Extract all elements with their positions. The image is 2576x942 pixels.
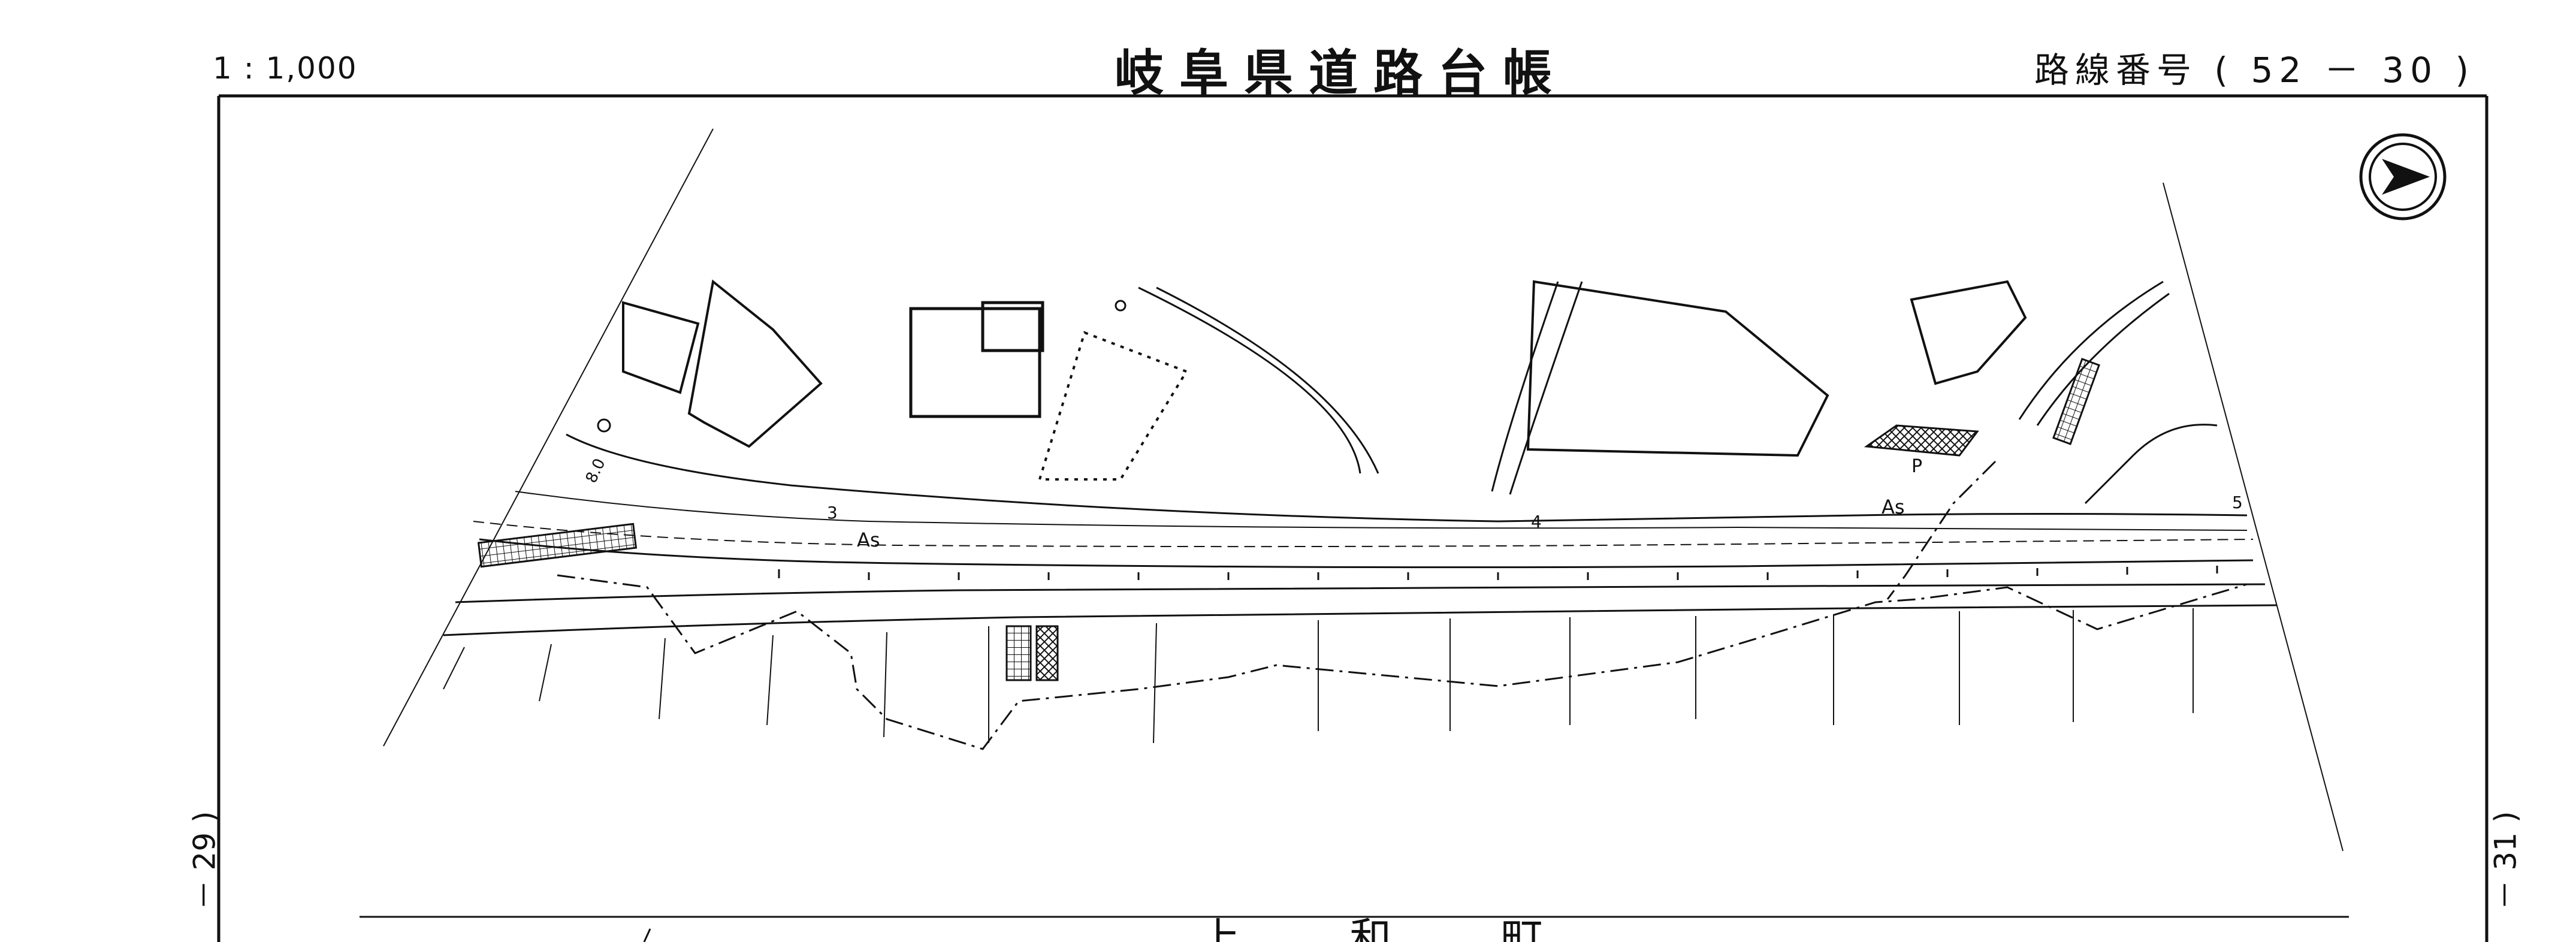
sheet-border <box>217 94 2489 942</box>
embankment-ticks <box>443 608 2194 744</box>
road-edges <box>443 433 2278 636</box>
surface-label-as-1: As <box>857 529 880 551</box>
bottom-tick <box>643 928 651 942</box>
bottom-place-name: 上 和 町 <box>1198 914 1591 942</box>
survey-point-2 <box>1115 300 1127 312</box>
surface-label-as-2: As <box>1882 496 1905 518</box>
north-arrow-icon <box>2359 133 2447 221</box>
building-parcels <box>622 279 2027 481</box>
curb-ticks <box>778 566 2218 580</box>
sheet-edge-left <box>383 128 714 747</box>
crosswalk <box>1005 625 1032 681</box>
sheet-edge-right <box>2163 182 2344 852</box>
station-label-4: 4 <box>1531 512 1542 532</box>
parking-label: P <box>1911 456 1922 477</box>
parking-hatch <box>1864 424 1979 457</box>
station-label-5: 5 <box>2232 493 2243 512</box>
document-title: 岐阜県道路台帳 <box>1115 44 1568 102</box>
survey-point <box>597 418 611 433</box>
scale-label: 1 : 1,000 <box>213 51 358 86</box>
boundary-line-north <box>1886 460 1997 600</box>
bridge-hatch-left <box>477 523 638 568</box>
route-number: 路線番号 ( 52 － 30 ) <box>2034 50 2475 90</box>
road-width-label: 8.0 <box>582 456 609 486</box>
bridge-hatch-right <box>2052 358 2100 445</box>
boundary-line <box>557 574 2248 750</box>
crosswalk-2 <box>1035 625 1059 681</box>
side-roads <box>1138 280 2218 505</box>
station-label-3: 3 <box>827 503 838 523</box>
